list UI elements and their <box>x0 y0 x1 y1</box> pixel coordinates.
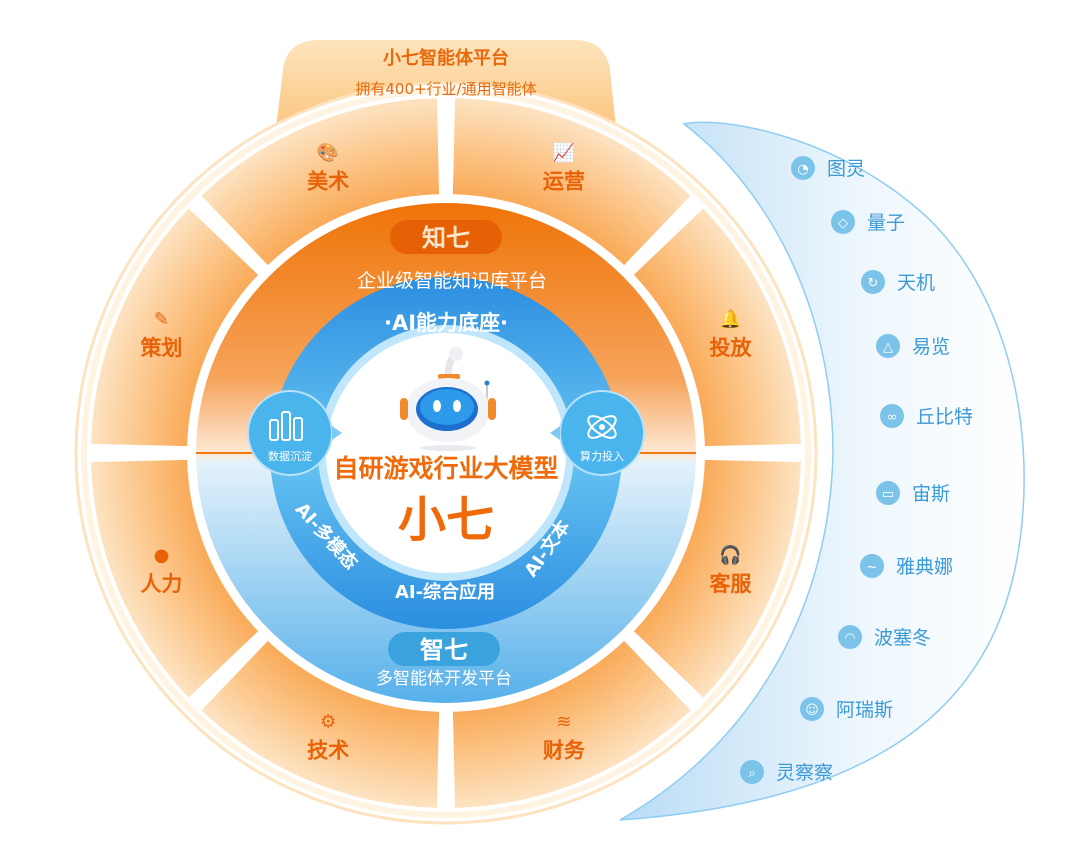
core-title: 自研游戏行业大模型 <box>333 454 558 483</box>
agent-panel <box>619 121 1025 821</box>
agent-label: 阿瑞斯 <box>836 699 893 721</box>
svg-text:~: ~ <box>867 560 878 575</box>
ai-ring-title: ·AI能力底座· <box>384 311 508 335</box>
gamepad-icon <box>876 481 900 505</box>
segment-ring <box>89 96 803 810</box>
data-bubble: 数据沉淀 <box>247 390 342 476</box>
core-circle <box>326 333 566 573</box>
user-icon: ● <box>154 545 170 566</box>
svg-text:△: △ <box>883 340 893 355</box>
agent-label: 波塞冬 <box>874 627 931 649</box>
segment-label: 人力 <box>140 572 182 596</box>
svg-text:⌕: ⌕ <box>748 766 755 781</box>
palette-icon <box>791 156 815 180</box>
segment-label: 客服 <box>710 572 753 596</box>
agent-item[interactable]: ◠ 波塞冬 <box>838 625 931 649</box>
agent-item[interactable]: ◔ 图灵 <box>791 156 865 180</box>
svg-text:◠: ◠ <box>844 631 855 646</box>
bar-chart-icon <box>269 411 303 441</box>
agent-label: 灵察察 <box>776 762 833 784</box>
zhiqi-bottom-badge <box>388 632 500 666</box>
segment-label: 运营 <box>543 169 585 193</box>
agent-item[interactable]: ⌕ 灵察察 <box>740 760 833 784</box>
zhiqi-top-badge <box>390 220 502 254</box>
agent-label: 量子 <box>867 212 905 234</box>
atom-icon <box>587 415 617 439</box>
agent-label: 天机 <box>897 272 935 294</box>
compute-bubble-label: 算力投入 <box>580 449 624 463</box>
core-name: 小七 <box>398 492 494 548</box>
search-icon <box>740 760 764 784</box>
zhiqi-bottom-title: 智七 <box>420 636 468 664</box>
segment-1 <box>450 96 694 268</box>
segment-label: 美术 <box>307 169 349 193</box>
svg-text:☺: ☺ <box>805 703 819 718</box>
svg-text:∞: ∞ <box>887 410 898 425</box>
segment-label: 投放 <box>710 336 753 360</box>
compute-bubble: 算力投入 <box>550 390 645 476</box>
svg-text:◔: ◔ <box>797 162 808 177</box>
svg-text:↻: ↻ <box>868 276 879 291</box>
chart-icon: 📈 <box>553 141 575 163</box>
segment-label: 技术 <box>307 739 349 763</box>
gauge-icon <box>838 625 862 649</box>
gear-icon: ⚙ <box>320 712 336 733</box>
agent-item[interactable]: ~ 雅典娜 <box>860 554 953 578</box>
bubbles-icon <box>880 404 904 428</box>
agent-label: 丘比特 <box>916 406 973 428</box>
palette-icon: 🎨 <box>317 141 339 163</box>
robot-mascot-icon <box>400 347 496 451</box>
agent-label: 宙斯 <box>912 483 950 505</box>
agent-label: 雅典娜 <box>896 556 953 578</box>
edit-icon: ✎ <box>154 309 169 330</box>
segment-6 <box>89 457 261 701</box>
agent-item[interactable]: ▭ 宙斯 <box>876 481 950 505</box>
ai-ring-bottom: AI-综合应用 <box>395 581 495 603</box>
bell-icon: 🔔 <box>719 309 741 330</box>
agent-item[interactable]: ↻ 天机 <box>861 270 935 294</box>
svg-text:◇: ◇ <box>838 216 848 231</box>
segment-label: 策划 <box>140 336 182 360</box>
data-bubble-label: 数据沉淀 <box>268 449 312 463</box>
agent-label: 图灵 <box>827 158 865 180</box>
svg-text:▭: ▭ <box>882 487 894 502</box>
cycle-icon <box>861 270 885 294</box>
segment-0 <box>198 96 442 268</box>
agent-label: 易览 <box>912 336 950 358</box>
top-tab-subtitle: 拥有400+行业/通用智能体 <box>355 80 536 98</box>
agent-item[interactable]: ◇ 量子 <box>831 210 905 234</box>
top-tab-title: 小七智能体平台 <box>383 47 509 69</box>
zhiqi-top-title: 知七 <box>422 224 470 252</box>
agent-item[interactable]: △ 易览 <box>876 334 950 358</box>
segment-4 <box>450 638 694 810</box>
segment-2 <box>631 205 803 449</box>
segment-5 <box>198 638 442 810</box>
agent-item[interactable]: ∞ 丘比特 <box>880 404 973 428</box>
layers-icon: ≋ <box>556 712 571 733</box>
agent-item[interactable]: ☺ 阿瑞斯 <box>800 697 893 721</box>
user-icon <box>800 697 824 721</box>
segment-label: 财务 <box>543 739 586 763</box>
bell-icon <box>876 334 900 358</box>
zhiqi-bottom-subtitle: 多智能体开发平台 <box>376 669 512 689</box>
agent-list: ◔ 图灵 ◇ 量子 ↻ 天机 △ 易览 ∞ 丘比特 ▭ 宙斯 ~ 雅典娜 ◠ 波塞冬 ☺ 阿瑞斯 ⌕ 灵察察 <box>740 156 973 784</box>
zhiqi-top-subtitle: 企业级智能知识库平台 <box>357 270 547 292</box>
cube-icon <box>831 210 855 234</box>
segment-3 <box>631 457 803 701</box>
wave-icon <box>860 554 884 578</box>
headset-icon: 🎧 <box>719 544 741 566</box>
segment-7 <box>89 205 261 449</box>
